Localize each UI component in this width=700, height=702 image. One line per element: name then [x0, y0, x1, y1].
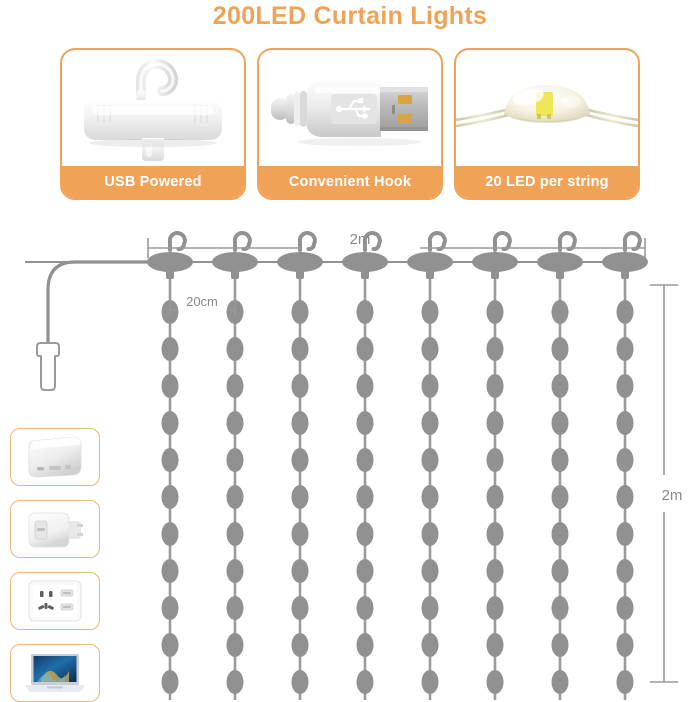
- light-string: [616, 262, 634, 700]
- curtain-hook: [535, 231, 585, 281]
- usb-plug-lead: [36, 260, 149, 391]
- laptop-icon: [25, 654, 85, 692]
- light-string: [291, 262, 309, 700]
- usb-wall-adapter-icon: [28, 512, 83, 548]
- feature-card-label: Convenient Hook: [259, 166, 441, 198]
- light-string: [486, 262, 504, 700]
- light-string: [551, 262, 569, 700]
- curtain-hook: [600, 231, 650, 281]
- curtain-hook: [210, 231, 260, 281]
- width-dimension-label: 2m: [350, 231, 371, 248]
- curtain-hook: [275, 231, 325, 281]
- light-string: [356, 262, 374, 700]
- light-string: [226, 262, 244, 700]
- thumbnail-usb-wall-adapter: [10, 500, 100, 558]
- curtain-hook-icon: [62, 50, 244, 166]
- page-title: 200LED Curtain Lights: [212, 2, 488, 30]
- curtain-hook: [405, 231, 455, 281]
- power-bank-icon: [28, 436, 82, 478]
- thumbnail-wall-socket: [10, 572, 100, 630]
- light-string-group: [161, 262, 634, 700]
- spacing-dimension: [169, 282, 236, 315]
- feature-card-label: 20 LED per string: [456, 166, 638, 198]
- height-dimension: [650, 284, 678, 683]
- height-dimension-label: 2m: [662, 487, 683, 504]
- feature-card-label: USB Powered: [62, 166, 244, 198]
- thumbnail-power-bank: [10, 428, 100, 486]
- wall-socket-usb-icon: [28, 580, 82, 622]
- width-dimension: [147, 238, 646, 258]
- curtain-hook: [145, 231, 195, 281]
- light-string: [161, 262, 179, 700]
- spacing-dimension-label: 20cm: [186, 294, 218, 309]
- curtain-hook: [470, 231, 520, 281]
- feature-card-convenient-hook: Convenient Hook: [257, 48, 443, 200]
- feature-card-led-per-string: 20 LED per string: [454, 48, 640, 200]
- feature-card-row: USB Powered: [60, 48, 645, 200]
- feature-card-usb-powered: USB Powered: [60, 48, 246, 200]
- led-bulb-closeup-icon: [456, 50, 638, 166]
- curtain-light-dimension-diagram: 2m 20cm 2m: [0, 200, 700, 700]
- hook-row: [145, 231, 650, 281]
- usb-connector-icon: [259, 50, 441, 166]
- light-string: [421, 262, 439, 700]
